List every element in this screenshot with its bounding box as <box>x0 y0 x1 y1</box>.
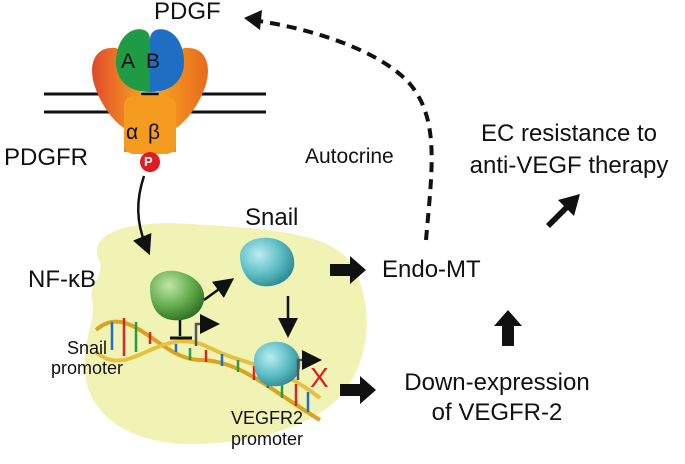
phospho-label: P <box>144 154 153 169</box>
pdgf-label: PDGF <box>154 0 221 25</box>
snail-promoter-arrow <box>194 314 220 346</box>
vegfr2-promoter-arrow <box>296 350 322 380</box>
downexpression-line2: of VEGFR-2 <box>431 399 563 426</box>
downexpression-line1: Down-expression <box>404 369 590 396</box>
subunit-b-label: B <box>146 50 161 73</box>
snail-protein <box>240 237 295 287</box>
resistance-line1: EC resistance to <box>480 120 658 147</box>
endo-mt-label: Endo-MT <box>382 256 481 283</box>
phospho-dot <box>140 152 160 172</box>
snail-promoter-line2: promoter <box>50 358 124 378</box>
snail-label: Snail <box>245 204 299 231</box>
autocrine-arrowhead <box>244 10 262 30</box>
vegfr2-promoter-label: VEGFR2 promoter <box>222 408 312 450</box>
snail-promoter-label: Snail promoter <box>44 338 130 378</box>
downexpression-label: Down-expression of VEGFR-2 <box>382 368 612 428</box>
subunit-a-label: A <box>121 50 136 73</box>
arrow-nfkb-to-snail <box>203 278 235 302</box>
nfkb-label: NF-κB <box>28 266 96 293</box>
subunit-beta-label: β <box>148 121 161 144</box>
arrow-to-downexpression <box>340 376 376 404</box>
pdgfr-label: PDGFR <box>4 144 88 171</box>
subunit-alpha-label: α <box>126 121 139 144</box>
block-x-mark: X <box>310 362 329 393</box>
arrow-to-endo-mt <box>330 256 366 284</box>
subunit-b-top-shape <box>150 29 184 92</box>
autocrine-label: Autocrine <box>305 145 394 168</box>
resistance-label: EC resistance to anti-VEGF therapy <box>456 118 682 182</box>
resistance-line2: anti-VEGF therapy <box>469 152 669 179</box>
snail-promoter-line1: Snail <box>66 338 108 358</box>
arrow-to-resistance <box>546 194 580 228</box>
arrow-downexpr-to-endo-mt <box>494 310 522 346</box>
autocrine-arrow <box>251 18 434 241</box>
subunit-a-top-shape <box>116 29 150 92</box>
arrow-receptor-to-nfkb <box>132 175 152 256</box>
vegfr2-promoter-line2: promoter <box>230 429 304 449</box>
vegfr2-promoter-line1: VEGFR2 <box>230 408 304 428</box>
snail-bound-protein <box>254 341 301 387</box>
pdgfr-receptor <box>92 29 208 172</box>
nfkb-protein <box>150 270 205 321</box>
